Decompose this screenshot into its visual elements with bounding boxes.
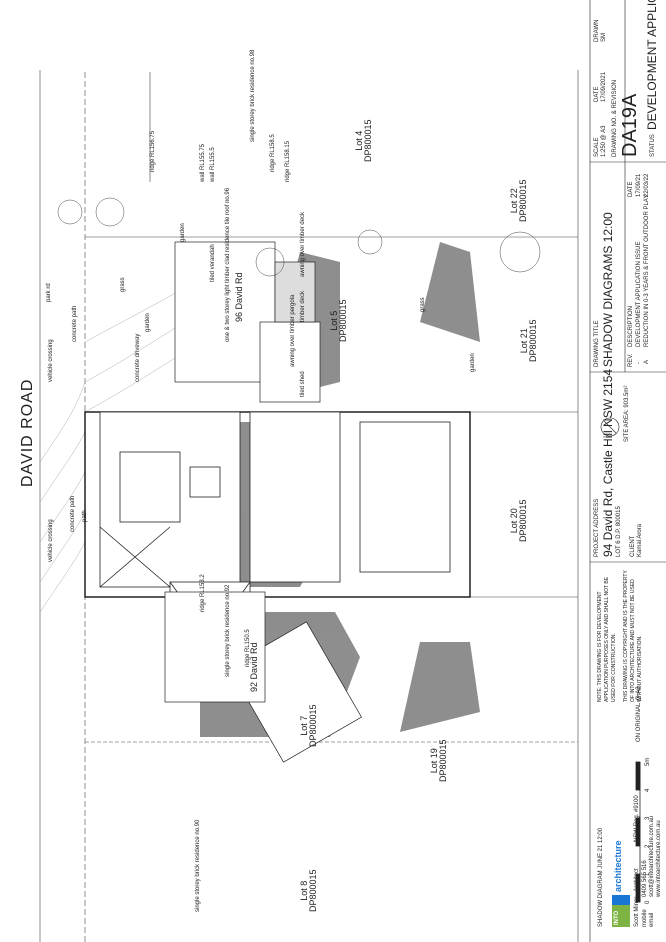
- wall-label: wall RL155.5: [210, 147, 216, 182]
- scale-value: 1:250 @ A3: [601, 125, 607, 157]
- email-address: scott@intoarchitecture.com.au: [649, 815, 655, 897]
- project-address: 94 David Rd, Castle Hill NSW 2154: [601, 368, 615, 557]
- concrete-path-label: concrete path: [72, 305, 78, 342]
- project-address-label: PROJECT ADDRESS: [594, 498, 600, 557]
- architect-name: Scott Miner - Architect: [634, 868, 640, 927]
- driveway-label: concrete driveway: [135, 333, 141, 382]
- ridge-label: ridge RL158.15: [285, 140, 291, 182]
- neighbour-90-label: single storey brick residence no.90: [195, 819, 201, 912]
- path-label: path: [82, 510, 88, 522]
- grass-label: grass: [420, 297, 426, 312]
- tiled-verandah-label: tiled verandah: [210, 244, 216, 282]
- note-line: OF INTO ARCHITECTURE AND MUST NOT BE USE…: [630, 579, 636, 702]
- date-label: DATE: [628, 181, 634, 197]
- ridge-label: ridge RL156.75: [150, 130, 156, 172]
- note-line: WITHOUT AUTHORISATION.: [637, 635, 643, 702]
- neighbour-96-desc: one & two storey light timber clad resid…: [225, 187, 231, 342]
- drawn-label: DRAWN: [594, 19, 600, 42]
- neighbour-96-label: 96 David Rd: [234, 272, 244, 322]
- site-area: SITE AREA: 903.5m²: [624, 385, 630, 442]
- date-label: DATE: [594, 86, 600, 102]
- park-rd-label: park rd: [46, 283, 52, 302]
- timber-deck-label: timber deck: [300, 290, 306, 322]
- description-label: DESCRIPTION: [628, 305, 634, 347]
- tiled-shed-label: tiled shed: [300, 371, 306, 397]
- drawing-title: SHADOW DIAGRAMS 12:00: [601, 212, 615, 367]
- wall-label: wall RL155.75: [200, 143, 206, 182]
- rev-date: 17/09/21: [636, 173, 642, 197]
- rev-code: A: [644, 359, 650, 364]
- note-line: THIS DRAWING IS COPYRIGHT AND IS THE PRO…: [623, 570, 629, 702]
- rev-description: REDUCTION IN 0-3 YEARS & FRONT OUTDOOR P…: [644, 194, 650, 347]
- awning-deck-label: awning over timber deck: [300, 211, 306, 277]
- ridge-label: ridge RL158.5: [270, 134, 276, 172]
- note-line: NOTE: THIS DRAWING IS FOR DEVELOPMENT: [597, 591, 603, 702]
- status-label: STATUS: [650, 134, 656, 157]
- shadow-caption: SHADOW DIAGRAM JUNE 21 12:00: [598, 827, 604, 927]
- nsw-reg: NSW Reg. #9100: [634, 795, 640, 842]
- road-name: DAVID ROAD: [19, 378, 36, 487]
- grass-label: grass: [120, 277, 126, 292]
- drawing-no-label: DRAWING NO. & REVISION: [612, 79, 618, 157]
- status-value: DEVELOPMENT APPLICATION: [645, 0, 659, 130]
- email-label: email: [649, 912, 655, 927]
- mobile-label: mobile: [642, 909, 648, 927]
- awning-pergola-label: awning over timber pergola: [290, 294, 296, 367]
- rev-label: REV.: [628, 353, 634, 367]
- lot-dp: LOT 6 D.P. 800015: [616, 506, 622, 557]
- brand-logo: INTO: [614, 910, 620, 925]
- client-name: Kamal Arora: [637, 523, 643, 557]
- rev-description: DEVELOPMENT APPLICATION ISSUE: [636, 241, 642, 347]
- client-label: CLIENT: [630, 535, 636, 557]
- scale-tick: 0: [645, 900, 651, 904]
- drawing-number: DA19A: [619, 93, 641, 157]
- neighbour-92-ridge: ridge RL153.2: [200, 574, 206, 612]
- brand-name: architecture: [613, 840, 623, 892]
- note-line: USED FOR CONSTRUCTION.: [611, 633, 617, 702]
- date-value: 17/09/2021: [601, 71, 607, 102]
- neighbour-92-eave: ridge RL150.5: [245, 629, 251, 667]
- scale-label: SCALE: [594, 137, 600, 157]
- concrete-path-label: concrete path: [70, 495, 76, 532]
- rev-code: -: [636, 362, 642, 364]
- garden-label: garden: [180, 223, 186, 242]
- scale-tick: 5m: [645, 757, 651, 766]
- neighbour-98-label: single storey brick residence no.98: [250, 49, 256, 142]
- drawing-title-label: DRAWING TITLE: [594, 320, 600, 367]
- note-line: APPLICATION PURPOSES ONLY AND SHALL NOT …: [604, 576, 610, 702]
- neighbour-92-label: 92 David Rd: [249, 642, 259, 692]
- rev-date: 22/03/22: [644, 173, 650, 197]
- drawn-value: SM: [601, 33, 607, 42]
- vehicle-crossing-label: vehicle crossing: [48, 339, 54, 382]
- garden-label: garden: [145, 313, 151, 332]
- neighbour-92-desc: single storey brick residence no.92: [225, 584, 231, 677]
- garden-label: garden: [470, 353, 476, 372]
- scale-tick: 4: [645, 788, 651, 792]
- vehicle-crossing-label: vehicle crossing: [48, 519, 54, 562]
- website: www.intoarchitecture.com.au: [656, 820, 662, 897]
- mobile-number: 0409 565 516: [642, 860, 648, 897]
